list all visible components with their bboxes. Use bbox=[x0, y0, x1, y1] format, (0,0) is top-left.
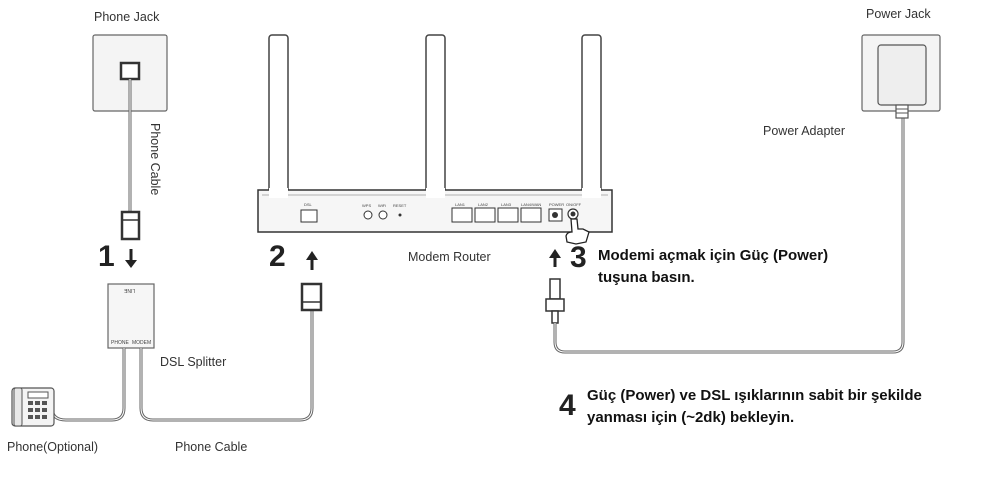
step1-arrow-down-icon bbox=[125, 249, 137, 268]
port-onoff-text: ON/OFF bbox=[566, 202, 582, 207]
dsl-splitter bbox=[50, 283, 314, 422]
port-lan2-text: LAN2 bbox=[478, 202, 489, 207]
port-dsl-text: DSL bbox=[304, 202, 312, 207]
port-reset-text: RESET bbox=[393, 203, 407, 208]
modem-router-label: Modem Router bbox=[408, 250, 491, 264]
power-adapter-label: Power Adapter bbox=[763, 124, 845, 138]
dsl-splitter-label: DSL Splitter bbox=[160, 355, 227, 369]
step-1-number: 1 bbox=[98, 240, 115, 273]
phone-cable-bottom-label: Phone Cable bbox=[175, 440, 248, 454]
port-wps-text: WPS bbox=[362, 203, 372, 208]
step-3-instruction-line1: Modemi açmak için Güç (Power) bbox=[598, 247, 829, 264]
splitter-phone-text: PHONE bbox=[111, 340, 129, 346]
step-4-number: 4 bbox=[559, 389, 576, 422]
phone-icon bbox=[11, 387, 55, 427]
port-wifi-text: WiFi bbox=[378, 203, 386, 208]
step2-plug bbox=[300, 282, 323, 312]
phone-cable-vertical-label: Phone Cable bbox=[148, 123, 162, 196]
modem-router bbox=[257, 188, 613, 233]
port-lan1-text: LAN1 bbox=[455, 202, 466, 207]
step-4-instruction: Güç (Power) ve DSL ışıklarının sabit bir… bbox=[587, 385, 922, 429]
phone-jack-plate bbox=[92, 34, 168, 241]
step-3-number: 3 bbox=[570, 241, 587, 274]
phone-optional-label: Phone(Optional) bbox=[7, 440, 99, 454]
step-2-number: 2 bbox=[269, 240, 286, 273]
phone-jack-label: Phone Jack bbox=[94, 10, 160, 24]
power-cable bbox=[553, 118, 905, 354]
step-4-instruction-line2: yanması için (~2dk) bekleyin. bbox=[587, 409, 795, 426]
port-power-text: POWER bbox=[549, 202, 565, 207]
step3-arrow-up-icon bbox=[549, 249, 561, 267]
power-jack-label: Power Jack bbox=[866, 7, 931, 21]
splitter-line-text: LINE bbox=[124, 287, 136, 293]
power-jack-plate bbox=[861, 34, 941, 119]
port-lan4-text: LAN4/WAN bbox=[521, 202, 542, 207]
splitter-modem-text: MODEM bbox=[132, 340, 152, 346]
hand-pointer-icon bbox=[565, 218, 590, 245]
step-4-instruction-line1: Güç (Power) ve DSL ışıklarının sabit bir… bbox=[587, 387, 922, 404]
step-3-instruction-line2: tuşuna basın. bbox=[598, 269, 695, 286]
step2-arrow-up-icon bbox=[306, 251, 318, 270]
port-lan3-text: LAN3 bbox=[501, 202, 512, 207]
step-3-instruction: Modemi açmak için Güç (Power) tuşuna bas… bbox=[598, 245, 828, 289]
power-plug bbox=[545, 278, 565, 324]
